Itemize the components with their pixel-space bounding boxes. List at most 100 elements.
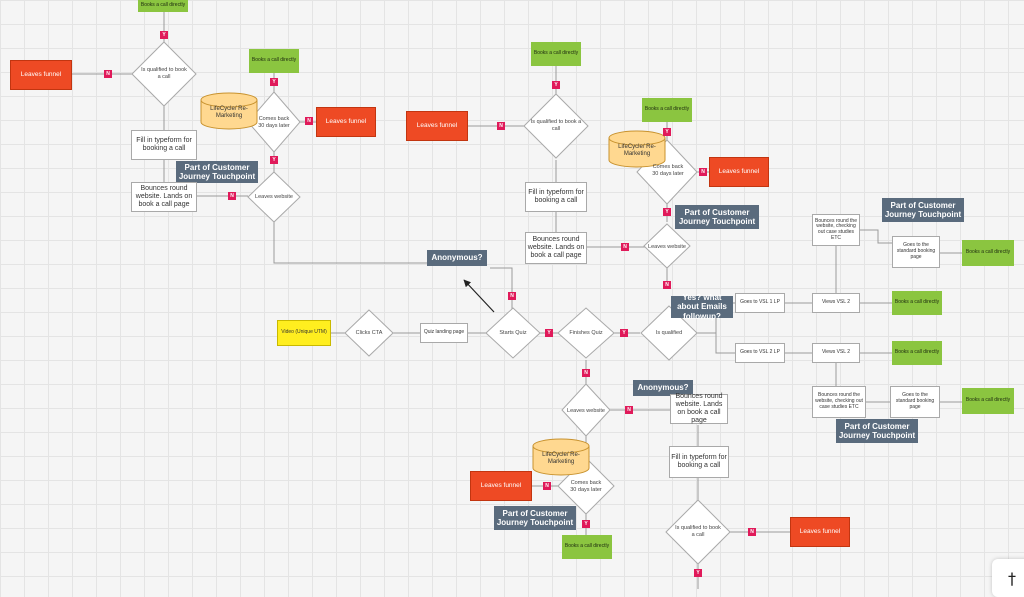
decision-diamond	[561, 383, 611, 437]
touchpoint-note[interactable]: Part of Customer Journey Touchpoint	[176, 161, 258, 183]
cylinder-body	[532, 446, 590, 476]
booking-node[interactable]: Books a call directly	[962, 240, 1014, 266]
yes-badge: Y	[663, 128, 671, 136]
cylinder-label: LifeCycle/ Re-Marketing	[542, 451, 580, 465]
no-badge: N	[305, 117, 313, 125]
decision-diamond	[485, 307, 541, 359]
touchpoint-note[interactable]: Part of Customer Journey Touchpoint	[494, 506, 576, 530]
booking-node[interactable]: Books a call directly	[892, 291, 942, 315]
process-node[interactable]: Views VSL 2	[812, 343, 860, 363]
no-badge: N	[228, 192, 236, 200]
decision-diamond	[247, 171, 301, 223]
decision-diamond	[640, 305, 698, 361]
booking-node[interactable]: Books a call directly	[962, 388, 1014, 414]
decision-label: Starts Quiz	[499, 329, 527, 336]
yes-badge: Y	[694, 569, 702, 577]
email-followup-note[interactable]: Yes? what about Emails followup?	[671, 293, 733, 321]
touchpoint-note[interactable]: Part of Customer Journey Touchpoint	[836, 419, 918, 443]
process-node[interactable]: Views VSL 2	[812, 293, 860, 313]
decision-label: Is qualified to book a call	[141, 67, 187, 80]
yes-badge: Y	[620, 329, 628, 337]
process-node[interactable]: Goes to VSL 2 LP	[735, 343, 785, 363]
decision-diamond	[523, 93, 589, 159]
process-node[interactable]: Fill in typeform for booking a call	[131, 130, 197, 160]
no-badge: N	[104, 70, 112, 78]
process-node[interactable]: Goes to the standard booking page	[890, 386, 940, 418]
leaves-funnel-node[interactable]: Leaves funnel	[10, 60, 72, 90]
decision-label: Leaves website	[648, 243, 686, 250]
process-node[interactable]: Fill in typeform for booking a call	[669, 446, 729, 478]
process-node[interactable]: Bounces round website. Lands on book a c…	[131, 182, 197, 212]
process-node[interactable]: Quiz landing page	[420, 323, 468, 343]
process-node[interactable]: Bounces round website. Lands on book a c…	[525, 232, 587, 264]
decision-label: Comes back 30 days later	[652, 164, 684, 177]
decision-label: Clicks CTA	[355, 329, 383, 336]
decision-label: Is qualified	[655, 329, 683, 336]
cylinder-body	[200, 100, 258, 130]
yes-badge: Y	[663, 208, 671, 216]
cross-icon[interactable]: †	[992, 559, 1024, 597]
yes-badge: Y	[270, 78, 278, 86]
process-node[interactable]: Bounces round the website, checking out …	[812, 214, 860, 246]
no-badge: N	[748, 528, 756, 536]
connector	[273, 222, 427, 264]
no-badge: N	[621, 243, 629, 251]
cylinder-top	[200, 92, 258, 108]
decision-diamond	[557, 307, 615, 359]
no-badge: N	[508, 292, 516, 300]
annotation-arrow	[463, 279, 495, 313]
yes-badge: Y	[270, 156, 278, 164]
process-node[interactable]: Bounces round the website, checking out …	[812, 386, 866, 418]
no-badge: N	[625, 406, 633, 414]
no-badge: N	[543, 482, 551, 490]
leaves-funnel-node[interactable]: Leaves funnel	[470, 471, 532, 501]
cylinder-top	[532, 438, 590, 454]
process-node[interactable]: Bounces round website. Lands on book a c…	[670, 393, 728, 424]
process-node[interactable]: Goes to VSL 1 LP	[735, 293, 785, 313]
connector	[490, 267, 513, 310]
cylinder-body	[608, 138, 666, 168]
no-badge: N	[663, 281, 671, 289]
touchpoint-note[interactable]: Part of Customer Journey Touchpoint	[882, 198, 964, 222]
booking-node[interactable]: Books a call directly	[531, 42, 581, 66]
decision-label: Comes back 30 days later	[570, 480, 602, 493]
decision-diamond	[131, 41, 197, 107]
yes-badge: Y	[545, 329, 553, 337]
decision-label: Comes back 30 days later	[258, 116, 290, 129]
cylinder-top	[608, 130, 666, 146]
process-node[interactable]: Goes to the standard booking page	[892, 236, 940, 268]
booking-node[interactable]: Books a call directly	[642, 98, 692, 122]
video-source-node[interactable]: Video (Unique UTM)	[277, 320, 331, 346]
decision-diamond	[643, 223, 691, 269]
no-badge: N	[699, 168, 707, 176]
anonymous-note[interactable]: Anonymous?	[427, 250, 487, 266]
decision-label: Leaves website	[567, 407, 605, 414]
decision-diamond	[344, 309, 394, 357]
connector	[715, 333, 735, 354]
decision-label: Leaves website	[255, 193, 293, 200]
booking-node[interactable]: Books a call directly	[562, 535, 612, 559]
touchpoint-note[interactable]: Part of Customer Journey Touchpoint	[675, 205, 759, 229]
leaves-funnel-node[interactable]: Leaves funnel	[790, 517, 850, 547]
decision-label: Is qualified to book a call	[530, 119, 582, 132]
anonymous-note[interactable]: Anonymous?	[633, 380, 693, 396]
yes-badge: Y	[552, 81, 560, 89]
cylinder-label: LifeCycle/ Re-Marketing	[210, 105, 248, 119]
cylinder-label: LifeCycle/ Re-Marketing	[618, 143, 656, 157]
leaves-funnel-node[interactable]: Leaves funnel	[316, 107, 376, 137]
connector	[860, 229, 892, 244]
booking-node[interactable]: Books a call directly	[892, 341, 942, 365]
booking-node[interactable]: Books a call directly	[249, 49, 299, 73]
decision-label: Finishes Quiz	[569, 329, 603, 336]
yes-badge: Y	[582, 520, 590, 528]
decision-label: Is qualified to book a call	[675, 525, 721, 538]
leaves-funnel-node[interactable]: Leaves funnel	[406, 111, 468, 141]
booking-node[interactable]: Books a call directly	[138, 0, 188, 12]
yes-badge: Y	[160, 31, 168, 39]
no-badge: N	[582, 369, 590, 377]
leaves-funnel-node[interactable]: Leaves funnel	[709, 157, 769, 187]
process-node[interactable]: Fill in typeform for booking a call	[525, 182, 587, 212]
decision-diamond	[665, 499, 731, 565]
